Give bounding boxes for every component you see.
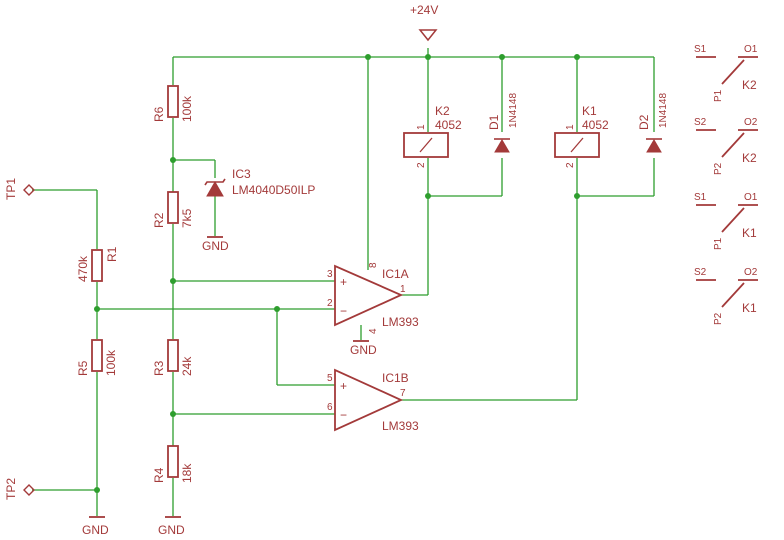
svg-text:1N4148: 1N4148 <box>658 93 669 128</box>
svg-text:K1: K1 <box>582 104 597 118</box>
svg-text:2: 2 <box>565 162 576 168</box>
svg-text:O2: O2 <box>744 267 758 278</box>
svg-text:O1: O1 <box>744 192 758 203</box>
svg-text:+: + <box>340 275 347 289</box>
gnd-ic1a: GND <box>350 340 377 357</box>
testpoint-tp2: TP2 <box>4 478 35 500</box>
comparator-ic1a: + − 3 2 1 8 4 IC1A LM393 <box>327 262 419 334</box>
resistor-r3: R3 24k <box>152 339 194 376</box>
svg-text:470k: 470k <box>76 255 90 282</box>
svg-text:+: + <box>340 379 347 393</box>
svg-text:K1: K1 <box>742 301 757 315</box>
svg-text:K2: K2 <box>742 78 757 92</box>
diode-d1: D1 1N4148 <box>487 93 519 153</box>
svg-text:P1: P1 <box>713 237 724 250</box>
svg-text:IC1A: IC1A <box>382 267 409 281</box>
svg-text:TP2: TP2 <box>4 478 18 500</box>
svg-text:−: − <box>340 304 347 318</box>
contact-3: S1 O1 P1 K1 <box>694 192 758 250</box>
gnd-r5: GND <box>82 516 109 537</box>
svg-text:TP1: TP1 <box>4 178 18 200</box>
svg-text:2: 2 <box>416 162 427 168</box>
svg-text:GND: GND <box>82 523 109 537</box>
svg-text:1N4148: 1N4148 <box>508 93 519 128</box>
svg-text:IC3: IC3 <box>232 167 251 181</box>
svg-text:4: 4 <box>368 328 379 334</box>
svg-text:IC1B: IC1B <box>382 371 409 385</box>
vcc-label: +24V <box>410 3 438 17</box>
resistor-r6: R6 100k <box>152 85 194 122</box>
svg-text:P2: P2 <box>713 312 724 325</box>
svg-text:P1: P1 <box>713 89 724 102</box>
svg-text:GND: GND <box>158 523 185 537</box>
resistor-r2: R2 7k5 <box>152 191 194 228</box>
svg-text:S1: S1 <box>694 44 707 55</box>
svg-text:S1: S1 <box>694 192 707 203</box>
svg-text:2: 2 <box>327 298 333 309</box>
svg-text:LM4040D50ILP: LM4040D50ILP <box>232 183 315 197</box>
svg-text:18k: 18k <box>180 463 194 483</box>
wires <box>32 48 655 516</box>
svg-text:D2: D2 <box>637 114 651 130</box>
svg-text:R5: R5 <box>76 360 90 376</box>
svg-text:R2: R2 <box>152 212 166 228</box>
svg-text:R4: R4 <box>152 467 166 483</box>
resistor-r1: R1 470k <box>76 246 119 282</box>
testpoint-tp1: TP1 <box>4 178 35 200</box>
comparator-ic1b: + − 5 6 7 IC1B LM393 <box>327 368 419 433</box>
svg-text:P2: P2 <box>713 162 724 175</box>
svg-text:R1: R1 <box>105 246 119 262</box>
svg-text:LM393: LM393 <box>382 419 419 433</box>
junctions <box>94 54 580 493</box>
svg-text:1: 1 <box>565 124 576 130</box>
gnd-r4: GND <box>158 516 185 537</box>
svg-text:K2: K2 <box>742 151 757 165</box>
relay-k2: 1 2 K2 4052 <box>403 104 462 168</box>
svg-text:6: 6 <box>327 402 333 413</box>
svg-text:100k: 100k <box>180 95 194 122</box>
contact-2: S2 O2 P2 K2 <box>694 117 758 175</box>
diode-d2: D2 1N4148 <box>637 93 669 153</box>
svg-text:24k: 24k <box>180 356 194 376</box>
svg-text:100k: 100k <box>104 349 118 376</box>
gnd-ic3: GND <box>202 236 229 253</box>
svg-text:4052: 4052 <box>435 118 462 132</box>
svg-text:S2: S2 <box>694 267 707 278</box>
svg-text:S2: S2 <box>694 117 707 128</box>
reference-ic3: IC3 LM4040D50ILP <box>204 167 315 197</box>
svg-text:LM393: LM393 <box>382 315 419 329</box>
svg-text:O1: O1 <box>744 44 758 55</box>
contact-4: S2 O2 P2 K1 <box>694 267 758 325</box>
svg-text:1: 1 <box>400 284 406 295</box>
svg-text:7k5: 7k5 <box>180 208 194 228</box>
svg-text:3: 3 <box>327 269 333 280</box>
svg-text:D1: D1 <box>487 114 501 130</box>
svg-text:R6: R6 <box>152 106 166 122</box>
svg-text:GND: GND <box>350 343 377 357</box>
svg-text:−: − <box>340 408 347 422</box>
resistor-r4: R4 18k <box>152 445 194 483</box>
resistor-r5: R5 100k <box>76 339 118 376</box>
svg-text:1: 1 <box>416 124 427 130</box>
contact-1: S1 O1 P1 K2 <box>694 44 758 102</box>
svg-text:5: 5 <box>327 373 333 384</box>
svg-text:O2: O2 <box>744 117 758 128</box>
svg-text:K2: K2 <box>435 104 450 118</box>
relay-k1: 1 2 K1 4052 <box>554 104 609 168</box>
svg-text:K1: K1 <box>742 226 757 240</box>
svg-text:7: 7 <box>400 388 406 399</box>
vcc-symbol: +24V <box>410 3 438 42</box>
svg-text:R3: R3 <box>152 360 166 376</box>
svg-text:GND: GND <box>202 239 229 253</box>
svg-text:8: 8 <box>368 262 379 268</box>
svg-text:4052: 4052 <box>582 118 609 132</box>
